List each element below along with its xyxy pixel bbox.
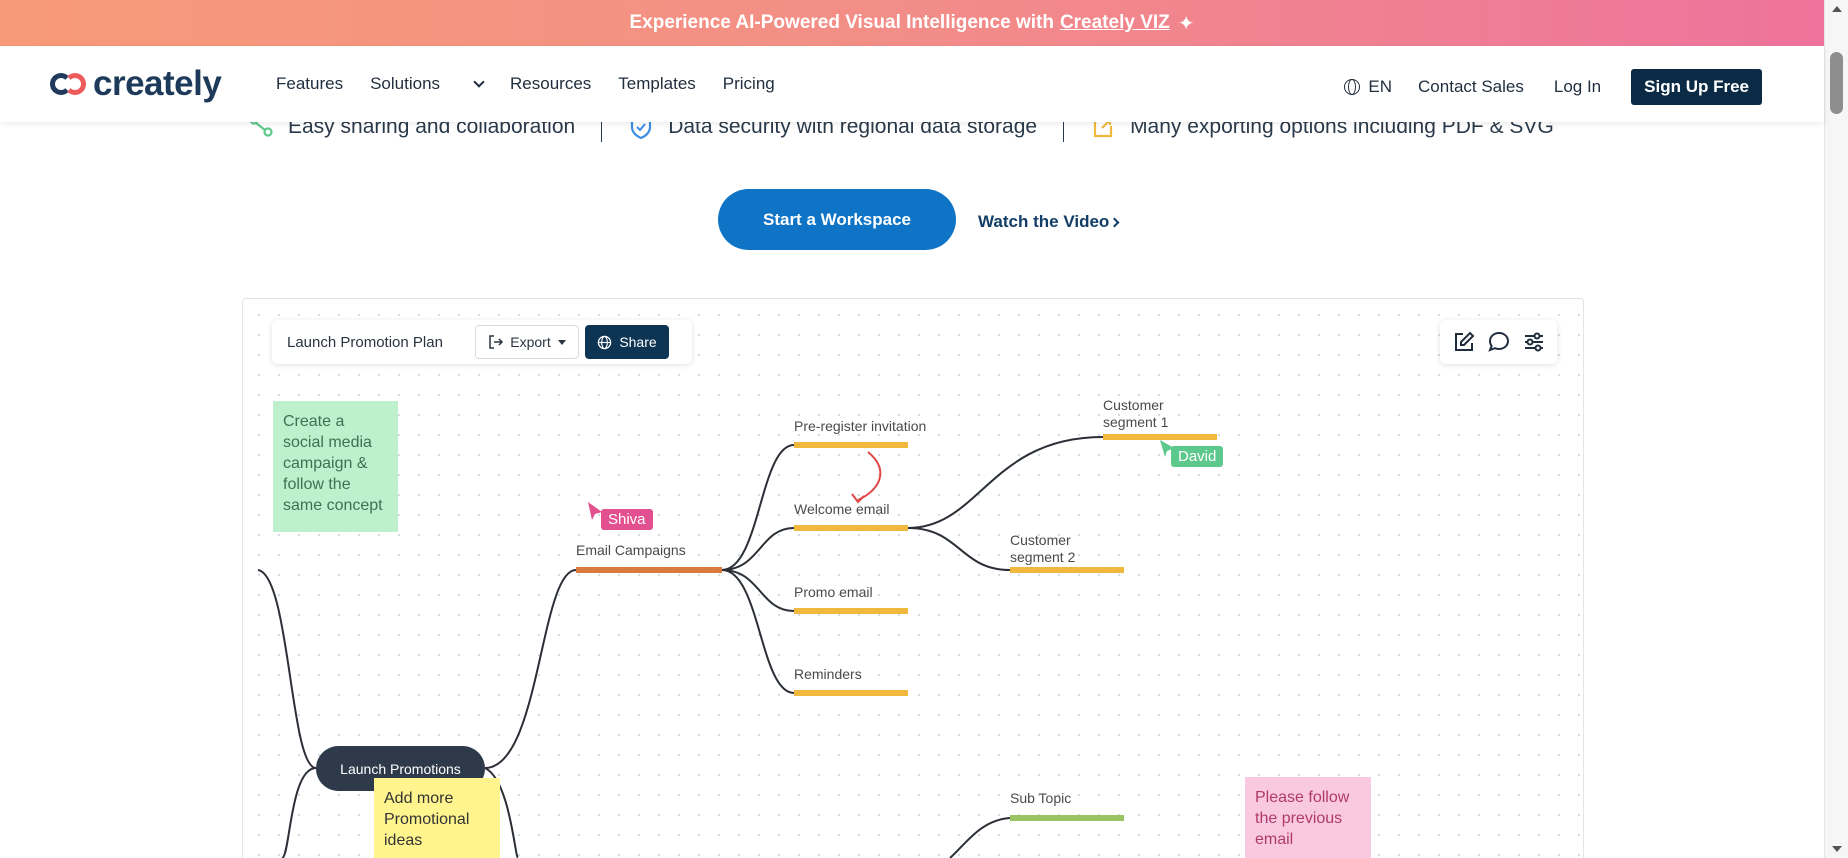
page-scrollbar[interactable]: [1824, 0, 1848, 858]
promo-text: Experience AI-Powered Visual Intelligenc…: [629, 12, 1054, 33]
divider: [1063, 112, 1065, 142]
cursor-david-icon: [1160, 440, 1174, 457]
comment-icon[interactable]: [1487, 330, 1511, 354]
bar-reminders: [794, 690, 908, 696]
creately-viz-link[interactable]: Creately VIZ: [1059, 12, 1170, 33]
node-reminders[interactable]: Reminders: [794, 666, 862, 682]
chevron-down-icon: [473, 76, 485, 88]
site-header: creately Features Solutions Resources Te…: [0, 46, 1824, 122]
contact-sales-link[interactable]: Contact Sales: [1418, 77, 1524, 96]
share-button[interactable]: Share: [585, 325, 669, 359]
bar-segment-2: [1010, 567, 1124, 573]
language-label: EN: [1368, 77, 1393, 96]
scroll-up-arrow-icon[interactable]: [1832, 6, 1842, 12]
start-workspace-button[interactable]: Start a Workspace: [718, 189, 956, 250]
divider: [601, 112, 603, 142]
globe-icon: [598, 335, 612, 349]
node-segment-1[interactable]: Customer segment 1: [1103, 397, 1169, 430]
canvas-tools: [1440, 320, 1557, 364]
collaborator-tag-shiva: Shiva: [601, 509, 653, 530]
node-email-campaigns[interactable]: Email Campaigns: [576, 542, 686, 558]
document-title[interactable]: Launch Promotion Plan: [287, 333, 443, 351]
creately-logo[interactable]: creately: [50, 64, 222, 104]
watch-video-link[interactable]: Watch the Video: [978, 212, 1120, 232]
bar-sub-topic: [1010, 815, 1124, 821]
nav-resources[interactable]: Resources: [510, 74, 592, 93]
scroll-down-arrow-icon[interactable]: [1832, 846, 1842, 852]
bar-pre-register: [794, 442, 908, 448]
node-segment-2[interactable]: Customer segment 2: [1010, 532, 1076, 565]
bar-segment-1: [1103, 434, 1217, 440]
signup-button[interactable]: Sign Up Free: [1631, 69, 1762, 105]
logo-wordmark: creately: [93, 64, 222, 103]
nav-solutions[interactable]: Solutions: [370, 74, 485, 94]
login-link[interactable]: Log In: [1553, 77, 1602, 96]
export-button[interactable]: Export: [475, 325, 579, 359]
cursor-shiva-icon: [588, 502, 602, 520]
nav-features[interactable]: Features: [276, 74, 344, 93]
bar-welcome: [794, 525, 908, 531]
sticky-note-pink[interactable]: Please follow the previous email: [1245, 777, 1371, 858]
node-promo-email[interactable]: Promo email: [794, 584, 873, 600]
bar-email-campaigns: [576, 567, 722, 573]
scrollbar-thumb[interactable]: [1830, 52, 1843, 114]
sparkle-icon: ✦: [1177, 12, 1195, 35]
export-icon: [489, 335, 504, 349]
main-nav: Features Solutions Resources Templates P…: [276, 74, 802, 94]
nav-pricing[interactable]: Pricing: [722, 74, 775, 93]
settings-sliders-icon[interactable]: [1522, 330, 1546, 354]
node-sub-topic[interactable]: Sub Topic: [1010, 790, 1072, 806]
shield-icon: [631, 115, 652, 140]
logo-mark-icon: [50, 71, 88, 97]
node-pre-register[interactable]: Pre-register invitation: [794, 418, 927, 434]
sticky-note-green[interactable]: Create a social media campaign & follow …: [273, 401, 398, 532]
bar-promo: [794, 608, 908, 614]
editor-toolbar: Launch Promotion Plan Export Share: [272, 320, 692, 364]
globe-icon: [1344, 79, 1361, 95]
header-actions: EN Contact Sales Log In Sign Up Free: [1344, 69, 1824, 105]
sticky-note-yellow[interactable]: Add more Promotional ideas: [374, 778, 500, 858]
node-welcome-email[interactable]: Welcome email: [794, 501, 890, 517]
promo-banner[interactable]: Experience AI-Powered Visual Intelligenc…: [0, 0, 1824, 46]
collaborator-tag-david: David: [1171, 446, 1224, 467]
edit-icon[interactable]: [1452, 330, 1476, 354]
language-selector[interactable]: EN: [1344, 77, 1392, 97]
caret-down-icon: [557, 339, 566, 345]
nav-templates[interactable]: Templates: [618, 74, 696, 93]
